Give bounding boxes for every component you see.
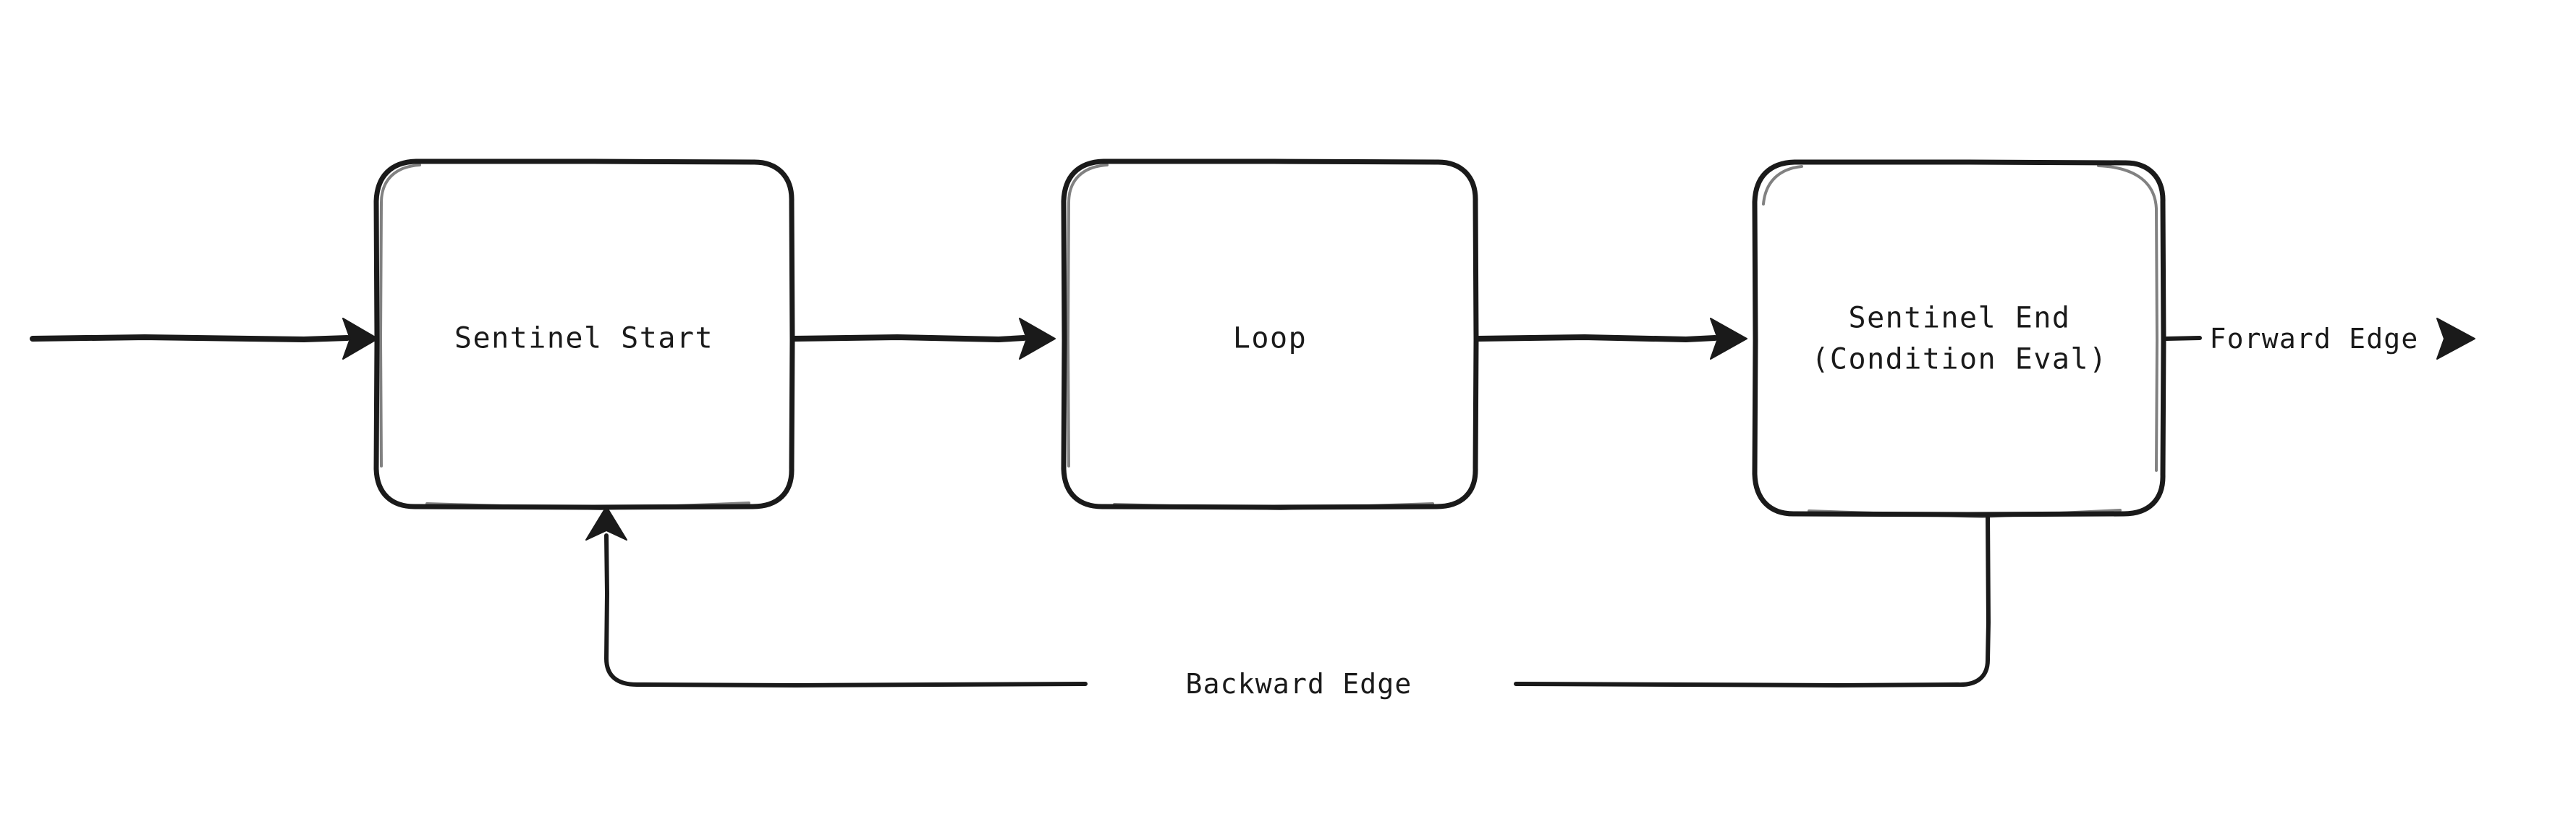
backward-edge-right-segment — [1514, 513, 1991, 688]
loop-box-sketch-stroke — [1067, 164, 1109, 468]
sentinel-end-box-outline — [1752, 159, 2166, 517]
sentinel-end-box-sketch-stroke-bottom — [1808, 509, 2122, 518]
backward-edge-left-segment — [604, 533, 1088, 688]
entry-edge — [30, 318, 378, 360]
node-sentinel-end[interactable] — [1752, 159, 2166, 518]
forward-edge-stub-line — [2164, 336, 2202, 341]
backward-edge-label: Backward Edge — [1181, 668, 1417, 700]
forward-edge-arrowhead — [2436, 318, 2475, 360]
loop-to-end-line — [1475, 334, 1718, 342]
forward-edge-label: Forward Edge — [2205, 323, 2423, 355]
start-to-loop-line — [790, 334, 1027, 342]
sentinel-start-box-sketch-stroke-bottom — [425, 502, 750, 510]
loop-to-end-arrowhead — [1710, 318, 1747, 360]
backward-edge — [585, 506, 1991, 688]
backward-edge-arrowhead — [585, 506, 627, 541]
entry-edge-arrowhead — [342, 318, 378, 360]
sentinel-end-box-sketch-stroke-topleft — [1762, 165, 1803, 206]
loop-box-outline — [1061, 158, 1479, 510]
start-to-loop-edge — [790, 318, 1056, 360]
sentinel-start-box-outline — [373, 158, 795, 510]
start-to-loop-arrowhead — [1019, 318, 1056, 360]
entry-edge-line — [30, 334, 350, 342]
sentinel-end-box-sketch-stroke-right — [2097, 164, 2158, 472]
loop-box-sketch-stroke-bottom — [1113, 502, 1434, 510]
node-sentinel-start[interactable] — [373, 158, 795, 510]
node-loop[interactable] — [1061, 158, 1479, 510]
forward-edge — [2164, 318, 2475, 360]
sentinel-start-box-sketch-stroke — [379, 164, 421, 468]
loop-to-end-edge — [1475, 318, 1747, 360]
